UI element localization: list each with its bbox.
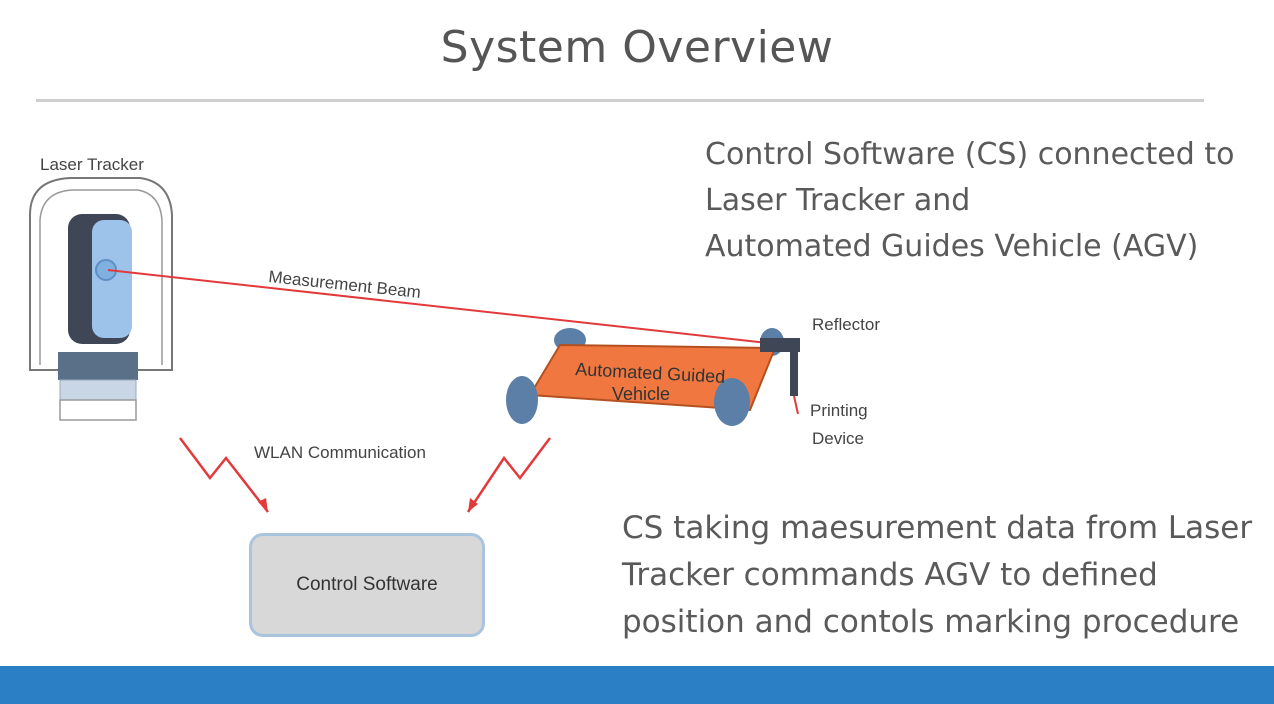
description-top-line-3: Automated Guides Vehicle (AGV) [705, 229, 1199, 264]
footer-accent-bar [0, 666, 1274, 704]
description-top-line-2: Laser Tracker and [705, 183, 971, 218]
description-bottom-line-3: position and contols marking procedure [622, 604, 1240, 640]
control-software-box: Control Software [249, 533, 485, 637]
automated-guided-vehicle [506, 328, 800, 426]
reflector-label: Reflector [812, 315, 880, 334]
laser-tracker-device [29, 177, 173, 421]
printing-device-label-line1: Printing [810, 401, 868, 420]
laser-tracker-label: Laser Tracker [40, 155, 144, 174]
description-bottom-line-1: CS taking maesurement data from Laser [622, 510, 1253, 546]
wlan-communication-label: WLAN Communication [254, 443, 426, 462]
description-top: Control Software (CS) connected to Laser… [705, 132, 1234, 270]
wlan-link-right [466, 437, 551, 513]
description-bottom-line-2: Tracker commands AGV to defined [622, 557, 1158, 593]
control-software-label: Control Software [296, 574, 438, 595]
measurement-beam [107, 269, 796, 347]
description-bottom: CS taking maesurement data from Laser Tr… [622, 505, 1252, 646]
title-divider [36, 99, 1204, 102]
slide-title: System Overview [440, 22, 834, 73]
description-top-line-1: Control Software (CS) connected to [705, 137, 1235, 172]
printing-device-label-line2: Device [812, 429, 864, 448]
agv-label-line2: Vehicle [612, 384, 670, 404]
wlan-link-left [179, 437, 269, 513]
